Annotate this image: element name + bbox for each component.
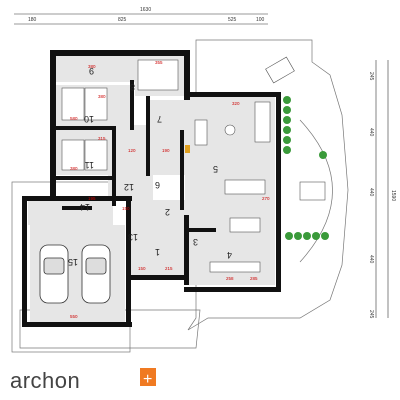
room-label-12: 12	[124, 182, 134, 192]
inner-dim-15: 258	[226, 276, 234, 281]
inner-dim-11: 215	[165, 266, 173, 271]
inner-dimensions: 380 355 380 315 320 580 270 380 120 190 …	[70, 60, 270, 319]
right-dimensions: 1590 245 440 440 440 245	[368, 60, 396, 319]
dim-top-2: 825	[118, 17, 127, 23]
inner-dim-4: 315	[98, 136, 106, 141]
inner-dim-3: 380	[98, 94, 106, 99]
room-label-14: 14	[80, 202, 90, 212]
room-label-13: 13	[128, 232, 138, 242]
archon-logo: archon +	[10, 368, 156, 393]
room-label-9: 9	[89, 66, 94, 76]
dim-top-3: 525	[228, 17, 237, 23]
top-dimensions: 1630 180 825 525 100	[14, 7, 268, 25]
dim-right-total: 1590	[390, 190, 396, 201]
dim-total-width: 1630	[140, 7, 151, 13]
dim-right-5: 245	[368, 310, 374, 319]
room-label-2: 2	[165, 207, 170, 217]
inner-dim-5: 320	[232, 101, 240, 106]
dim-right-1: 245	[368, 72, 374, 81]
furniture-beds	[61, 59, 179, 171]
room-label-15: 15	[68, 257, 78, 267]
logo-mark	[140, 368, 156, 386]
room-label-11: 11	[85, 160, 94, 170]
inner-dim-8: 380	[70, 166, 78, 171]
fireplace-icon	[185, 145, 190, 153]
inner-dim-13: 150	[122, 206, 130, 211]
inner-dim-7: 270	[262, 196, 270, 201]
dim-top-4: 100	[256, 17, 265, 23]
inner-dim-6: 580	[70, 116, 78, 121]
inner-dim-9: 120	[128, 148, 136, 153]
dim-right-3: 440	[368, 188, 374, 197]
room-label-4: 4	[227, 250, 232, 260]
inner-dim-12: 150	[138, 266, 146, 271]
inner-dim-1: 380	[88, 64, 96, 69]
room-label-8: 8	[130, 82, 135, 92]
logo-plus: +	[143, 371, 152, 388]
dim-right-4: 440	[368, 255, 374, 264]
garage-cars	[39, 244, 111, 304]
plants	[283, 96, 329, 240]
room-label-10: 10	[84, 114, 94, 124]
room-label-3: 3	[193, 237, 198, 247]
dim-top-1: 180	[28, 17, 37, 23]
room-label-6: 6	[155, 180, 160, 190]
living-furniture	[194, 56, 326, 273]
walls	[22, 50, 281, 327]
inner-dim-16: 195	[88, 196, 96, 201]
logo-text: archon	[10, 368, 80, 393]
inner-dim-10: 190	[162, 148, 170, 153]
room-label-7: 7	[157, 114, 162, 124]
inner-dim-14: 285	[250, 276, 258, 281]
room-label-5: 5	[213, 164, 218, 174]
inner-dim-2: 355	[155, 60, 163, 65]
room-label-1: 1	[155, 247, 160, 257]
inner-dim-17: 550	[70, 314, 78, 319]
dim-right-2: 440	[368, 128, 374, 137]
room-labels: 1 2 3 4 5 6 7 8 9 10 11 12 13 14 15	[68, 66, 232, 267]
